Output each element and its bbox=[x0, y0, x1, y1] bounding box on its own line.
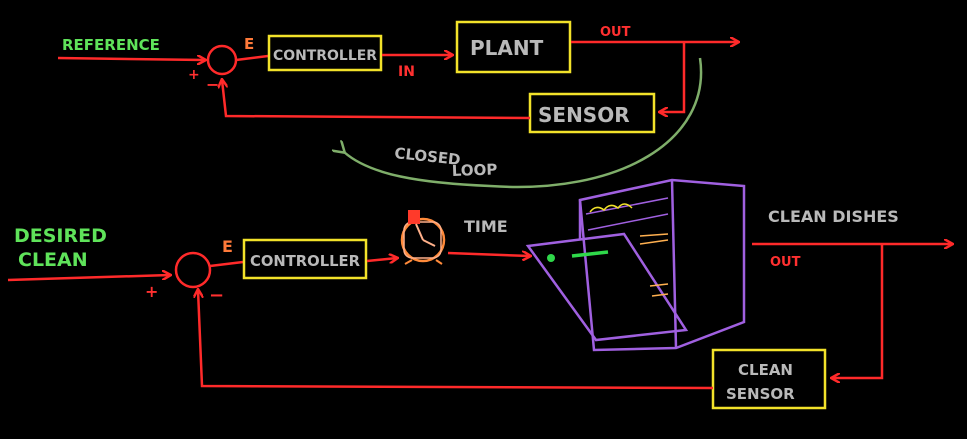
top-controller-block bbox=[267, 34, 383, 72]
clean-sensor-label-line1: CLEAN bbox=[738, 361, 793, 379]
output-to-clean-sensor-line bbox=[832, 244, 884, 378]
closed-loop-arrow bbox=[344, 57, 703, 189]
timer-to-dishwasher-line bbox=[447, 253, 530, 256]
reference-label: REFERENCE bbox=[62, 36, 160, 54]
bottom-plus-sign: + bbox=[145, 282, 158, 301]
closed-loop-label-line2: LOOP bbox=[452, 160, 498, 180]
bottom-feedback-line bbox=[198, 290, 714, 390]
top-controller-label: CONTROLLER bbox=[273, 48, 377, 64]
plant-block bbox=[455, 20, 572, 74]
timer-icon bbox=[400, 210, 446, 265]
desired-label-line1: DESIRED bbox=[14, 225, 107, 247]
top-loop: REFERENCE + − E CONTROLLER IN PLANT OUT … bbox=[57, 20, 738, 189]
controller-to-timer-line bbox=[366, 258, 397, 261]
bottom-minus-sign: − bbox=[209, 285, 224, 306]
bottom-output-label: OUT bbox=[770, 255, 801, 270]
bottom-controller-label: CONTROLLER bbox=[250, 252, 360, 270]
bottom-loop: DESIRED CLEAN + − E CONTROLLER TIME bbox=[7, 178, 952, 410]
time-label: TIME bbox=[464, 217, 508, 236]
clean-sensor-block bbox=[711, 348, 827, 410]
sensor-label: SENSOR bbox=[538, 103, 630, 127]
output-to-sensor-line bbox=[660, 42, 686, 112]
plant-label: PLANT bbox=[470, 36, 544, 60]
bottom-controller-block bbox=[242, 238, 368, 280]
top-error-label: E bbox=[244, 35, 254, 53]
junction-to-controller-line bbox=[235, 54, 269, 62]
bottom-error-label: E bbox=[222, 237, 233, 256]
top-plus-sign: + bbox=[188, 67, 200, 83]
top-feedback-line bbox=[222, 80, 531, 120]
top-summing-junction bbox=[206, 44, 238, 76]
bottom-summing-junction bbox=[174, 251, 212, 289]
top-minus-sign: − bbox=[206, 75, 219, 94]
clean-dishes-label: CLEAN DISHES bbox=[768, 207, 899, 226]
input-label: IN bbox=[398, 64, 415, 80]
top-output-label: OUT bbox=[600, 25, 631, 40]
reference-signal-line bbox=[57, 58, 205, 60]
bottom-junction-to-controller-line bbox=[209, 260, 244, 268]
desired-signal-line bbox=[7, 275, 170, 282]
dishwasher-icon bbox=[525, 178, 746, 352]
clean-sensor-label-line2: SENSOR bbox=[726, 385, 795, 403]
sensor-block bbox=[528, 92, 656, 134]
desired-label-line2: CLEAN bbox=[18, 249, 88, 271]
